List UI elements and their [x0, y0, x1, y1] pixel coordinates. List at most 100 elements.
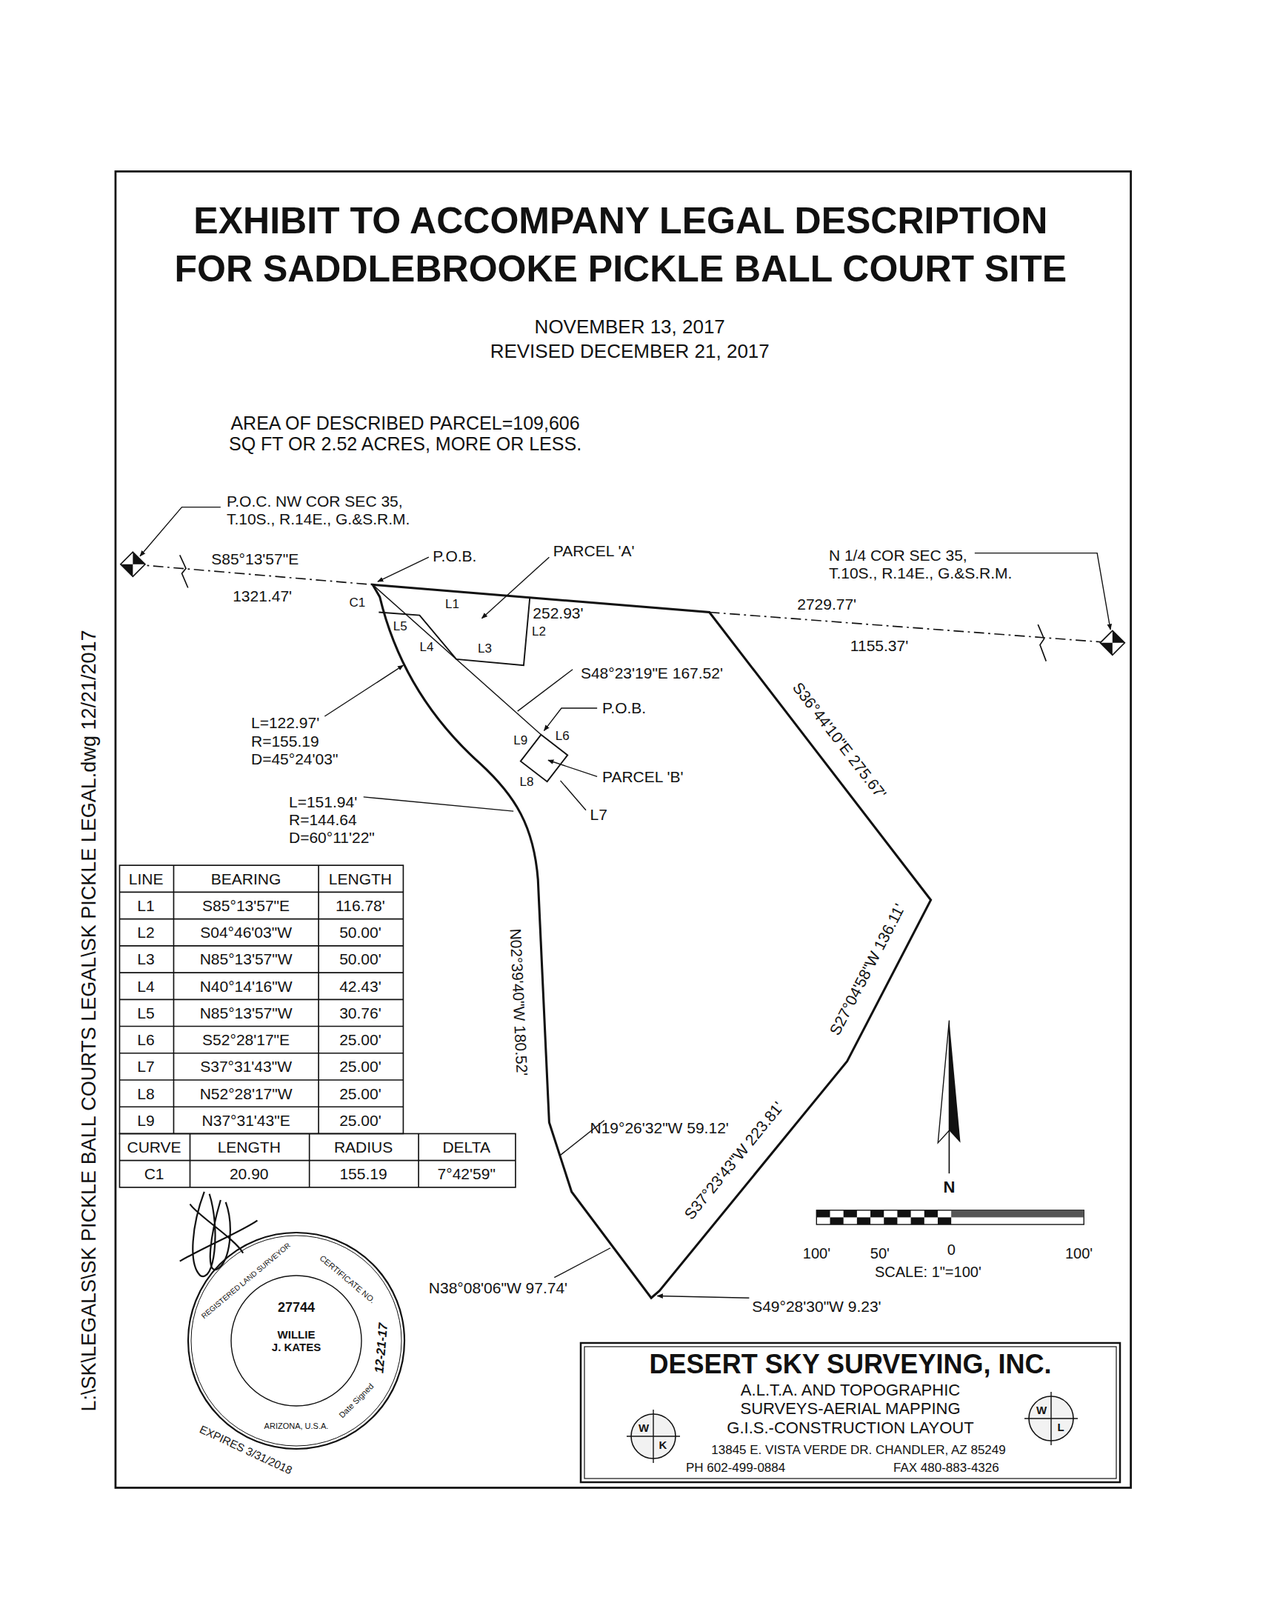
logo-letter: W — [638, 1421, 649, 1435]
table-cell: 25.00' — [339, 1031, 382, 1049]
data-table-grid — [119, 865, 515, 1188]
course-label: S37°23'43"W 223.81' — [680, 1097, 788, 1224]
table-cell: N40°14'16"W — [200, 977, 293, 996]
curve-data: L=151.94' R=144.64 D=60°11'22" — [288, 792, 408, 846]
section-corner — [120, 551, 146, 577]
corner-callout: P.O.C. NW COR SEC 35, T.10S., R.14E., G.… — [226, 492, 523, 529]
tie-line — [709, 612, 1113, 643]
scale-label: 100' — [802, 1245, 831, 1263]
table-cell: 30.76' — [339, 1004, 382, 1023]
table-cell: 7°42'59" — [437, 1165, 496, 1183]
seal-ring — [188, 1232, 405, 1449]
scale-block — [830, 1217, 844, 1225]
course-label: N02°39'40"W 180.52' — [505, 928, 531, 1078]
table-cell: 20.90 — [229, 1165, 269, 1183]
table-cell: RADIUS — [334, 1138, 393, 1157]
table-cell: L4 — [137, 977, 155, 996]
distance-label: 252.93' — [532, 604, 583, 623]
table-cell: N37°31'43"E — [202, 1111, 291, 1130]
table-cell: 25.00' — [339, 1085, 382, 1103]
fax-number: FAX 480-883-4326 — [893, 1460, 1000, 1476]
scale-block — [911, 1217, 925, 1225]
table-cell: 50.00' — [339, 950, 382, 969]
table-cell: LENGTH — [328, 870, 392, 889]
table-cell: S85°13'57"E — [202, 897, 290, 915]
scale-block — [883, 1217, 898, 1225]
scale-frame — [816, 1210, 1084, 1225]
table-cell: L9 — [137, 1111, 155, 1130]
scale-label: SCALE: 1"=100' — [874, 1262, 982, 1280]
scale-label: 100' — [1065, 1245, 1093, 1263]
scale-block — [951, 1210, 1084, 1218]
leader-line — [554, 1248, 611, 1278]
company-address: 13845 E. VISTA VERDE DR. CHANDLER, AZ 85… — [711, 1442, 1006, 1458]
distance-label: 2729.77' — [797, 595, 857, 614]
leader-line — [544, 708, 598, 731]
line-callout: L4 — [420, 640, 435, 655]
section-corner — [1100, 630, 1125, 655]
table-cell: 25.00' — [339, 1057, 382, 1076]
table-cell: L7 — [137, 1057, 155, 1076]
table-cell: N85°13'57"W — [200, 1004, 293, 1023]
logo-letter: W — [1036, 1403, 1047, 1417]
company-logo — [1024, 1391, 1078, 1446]
scale-block — [857, 1217, 871, 1225]
certificate-number: 27744 — [277, 1300, 315, 1316]
corner-fill — [120, 551, 146, 577]
table-cell: L6 — [137, 1031, 155, 1049]
parcel-callout: PARCEL 'B' — [602, 768, 684, 786]
leader-line — [548, 760, 598, 777]
corner-callout: N 1/4 COR SEC 35, T.10S., R.14E., G.&S.R… — [828, 546, 1126, 583]
surveyor-seal: REGISTERED LAND SURVEYORCERTIFICATE NO.2… — [185, 1229, 408, 1452]
break-symbol — [180, 554, 189, 588]
table-cell: BEARING — [211, 870, 282, 889]
file-path: L:\SK\LEGALS\SK PICKLE BALL COURTS LEGAL… — [78, 629, 102, 1412]
tie-line — [372, 584, 541, 735]
seal-text: Date Signed — [337, 1381, 376, 1420]
line-callout: L5 — [393, 619, 408, 635]
north-arrow — [937, 1020, 960, 1175]
logo-cross — [626, 1409, 680, 1463]
signed-date: 12-21-17 — [371, 1322, 391, 1375]
course-label: S48°23'19"E 167.52' — [577, 664, 726, 683]
line-callout: L9 — [513, 734, 528, 749]
table-cell: L3 — [137, 950, 155, 969]
leader-lines — [140, 507, 1111, 1299]
north-letter: N — [943, 1177, 956, 1197]
surveyor-name: WILLIE J. KATES — [255, 1328, 338, 1355]
table-cell: N85°13'57"W — [200, 950, 293, 969]
leader-line — [377, 557, 429, 582]
table-cell: S37°31'43"W — [200, 1057, 292, 1076]
leader-line — [517, 669, 573, 712]
table-cell: L2 — [137, 923, 155, 942]
leader-line — [363, 797, 514, 812]
table-border — [119, 865, 403, 1134]
seal-ring — [231, 1275, 362, 1406]
line-callout: L6 — [555, 728, 570, 744]
course-label: S27°04'58"W 136.11' — [825, 900, 910, 1040]
table-rule — [119, 891, 403, 1107]
company-logo — [626, 1409, 680, 1463]
curve-data: L=122.97' R=155.19 D=45°24'03" — [251, 714, 370, 768]
table-cell: N52°28'17"W — [200, 1085, 293, 1103]
table-cell: 116.78' — [335, 897, 386, 915]
distance-label: 1155.37' — [850, 637, 909, 655]
table-cell: S04°46'03"W — [200, 923, 292, 942]
company-name: DESERT SKY SURVEYING, INC. — [649, 1348, 1052, 1380]
expiry-text: EXPIRES 3/31/2018 — [197, 1422, 294, 1477]
course-label: S36°44'10"E 275.67' — [786, 677, 892, 806]
distance-label: 1321.47' — [232, 587, 292, 606]
line-callout: L7 — [589, 805, 607, 824]
table-cell: LINE — [128, 870, 164, 889]
corner-outline — [120, 551, 146, 577]
scale-block — [937, 1217, 952, 1225]
table-cell: C1 — [144, 1165, 165, 1183]
course-label: N38°08'06"W 97.74' — [423, 1279, 572, 1298]
table-border — [119, 1133, 515, 1187]
table-cell: S52°28'17"E — [202, 1031, 290, 1049]
title-block: DESERT SKY SURVEYING, INC.A.L.T.A. AND T… — [580, 1342, 1121, 1483]
leader-line — [324, 665, 403, 717]
sheet-frame — [115, 171, 1132, 1488]
seal-ring — [191, 1235, 402, 1446]
scale-bar — [816, 1210, 1084, 1225]
